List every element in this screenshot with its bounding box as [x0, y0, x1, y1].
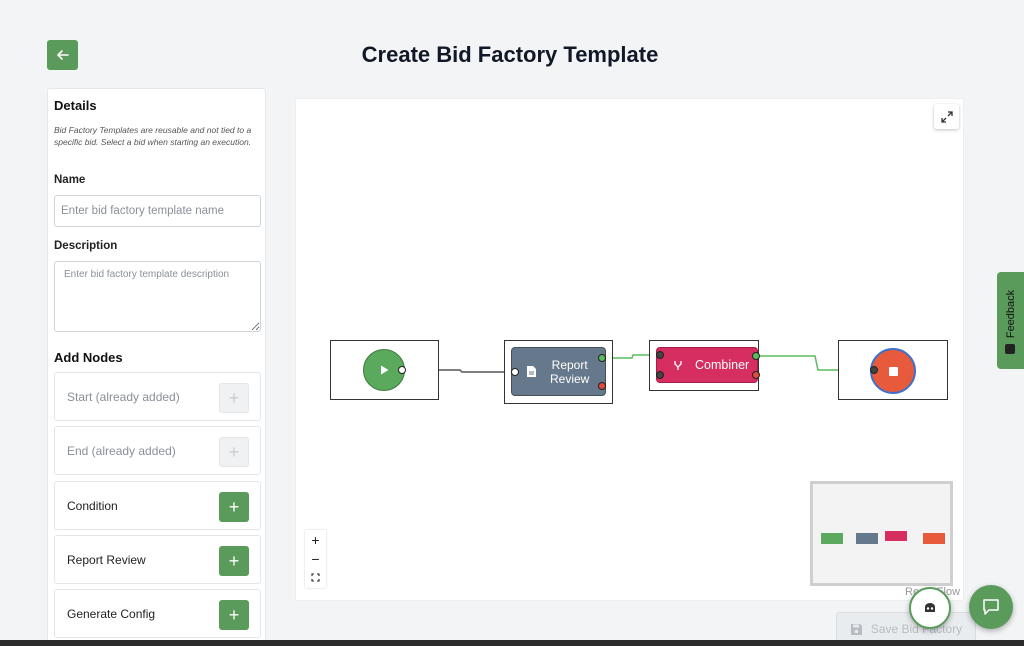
minimap[interactable]: [810, 481, 953, 586]
expand-icon: [940, 110, 953, 123]
feedback-icon: [1005, 344, 1015, 354]
combiner-input-handle-2[interactable]: [656, 371, 664, 379]
save-icon: [850, 623, 862, 635]
plus-icon: +: [228, 387, 240, 408]
description-textarea[interactable]: [54, 261, 261, 332]
details-help-text: Bid Factory Templates are reusable and n…: [54, 125, 252, 147]
report-failure-handle[interactable]: [598, 382, 606, 390]
add-generate-config-button[interactable]: +: [219, 600, 249, 630]
report-success-handle[interactable]: [598, 354, 606, 362]
robot-icon: [925, 603, 935, 612]
play-icon: [381, 365, 389, 375]
combiner-node-body[interactable]: Combiner: [656, 347, 758, 383]
details-heading: Details: [54, 98, 97, 113]
combiner-label: Combiner: [695, 358, 750, 372]
assistant-button[interactable]: [909, 587, 951, 629]
minimap-combiner-node: [885, 531, 907, 541]
node-card-condition: Condition +: [54, 481, 261, 530]
name-input[interactable]: [54, 195, 261, 227]
node-card-end: End (already added) +: [54, 426, 261, 475]
combiner-failure-handle[interactable]: [752, 371, 760, 379]
edge-report-combiner: [603, 354, 659, 359]
add-condition-button[interactable]: +: [219, 492, 249, 522]
node-card-label: Report Review: [67, 553, 146, 567]
plus-icon: +: [228, 550, 240, 571]
start-output-handle[interactable]: [398, 366, 406, 374]
fullscreen-button[interactable]: [934, 104, 959, 129]
node-card-label: Condition: [67, 499, 118, 513]
bottom-strip: [0, 640, 1024, 646]
merge-icon: [674, 360, 682, 370]
node-card-start: Start (already added) +: [54, 372, 261, 421]
feedback-tab[interactable]: Feedback: [997, 272, 1024, 369]
back-button[interactable]: [47, 40, 78, 70]
report-review-label-1: Report: [551, 357, 588, 372]
minimap-start-node: [821, 533, 843, 544]
arrow-left-icon: [56, 50, 69, 60]
zoom-out-button[interactable]: −: [311, 550, 320, 567]
node-card-generate-config: Generate Config +: [54, 589, 261, 638]
page-title: Create Bid Factory Template: [361, 42, 659, 67]
node-card-label: End (already added): [67, 444, 176, 458]
end-input-handle[interactable]: [870, 366, 878, 374]
report-review-node-body[interactable]: Report Review: [511, 347, 606, 396]
add-report-review-button[interactable]: +: [219, 546, 249, 576]
feedback-label: Feedback: [1004, 289, 1017, 339]
plus-icon: +: [228, 441, 240, 462]
fit-view-icon: [311, 573, 320, 582]
node-card-report-review: Report Review +: [54, 535, 261, 584]
add-nodes-heading: Add Nodes: [54, 350, 123, 365]
node-card-label: Start (already added): [67, 390, 180, 404]
zoom-in-button[interactable]: +: [311, 531, 320, 548]
document-icon: [527, 366, 536, 377]
chat-icon: [983, 599, 999, 615]
plus-icon: +: [228, 496, 240, 517]
combiner-success-handle[interactable]: [752, 352, 760, 360]
report-review-label-2: Review: [550, 371, 590, 386]
description-label: Description: [54, 240, 118, 252]
minimap-end-node: [923, 533, 945, 544]
add-start-button: +: [219, 383, 249, 413]
details-panel: Details Bid Factory Templates are reusab…: [47, 88, 266, 646]
report-input-handle[interactable]: [511, 368, 519, 376]
fit-view-button[interactable]: [305, 568, 326, 587]
zoom-controls: + −: [305, 530, 326, 588]
minimap-report-node: [856, 533, 878, 544]
combiner-input-handle-1[interactable]: [656, 351, 664, 359]
node-card-label: Generate Config: [67, 607, 156, 621]
stop-icon: [888, 366, 898, 376]
name-label: Name: [54, 174, 86, 186]
plus-icon: +: [228, 604, 240, 625]
chat-button[interactable]: [969, 585, 1013, 629]
add-end-button: +: [219, 437, 249, 467]
